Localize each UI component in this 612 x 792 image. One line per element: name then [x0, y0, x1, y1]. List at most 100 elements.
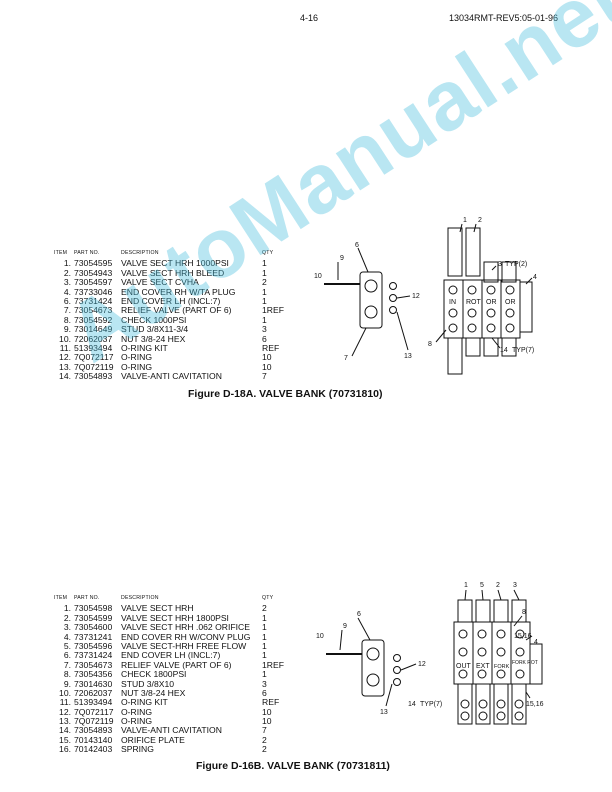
spool — [475, 683, 491, 725]
part-description: O-RING KIT — [121, 342, 168, 353]
o-ring — [393, 678, 401, 686]
callout-label: 9 — [340, 255, 344, 262]
part-description: VALVE SECT HRH 1000PSI — [121, 258, 229, 269]
callout-label: 13 — [380, 709, 388, 716]
callout-label: TYP(7) — [420, 701, 442, 708]
part-quantity: 1 — [262, 258, 267, 269]
part-number: 73054599 — [74, 612, 113, 623]
part-number: 73054597 — [74, 277, 113, 288]
part-description: VALVE SECT CVHA — [121, 277, 199, 288]
o-ring — [389, 306, 397, 314]
item-number: 5. — [63, 640, 71, 651]
callout-label: 15,16 — [526, 701, 544, 708]
part-description: O-RING — [121, 716, 153, 727]
part-quantity: 1 — [262, 669, 267, 680]
item-number: 1. — [63, 258, 71, 269]
part-description: END COVER RH W/TA PLUG — [121, 286, 236, 297]
callout-label: 14 — [500, 347, 508, 354]
document-reference: 13034RMT-REV5:05-01-96 — [448, 13, 558, 23]
part-number: 7Q072117 — [74, 706, 114, 717]
part-quantity: REF — [262, 697, 280, 708]
part-description: STUD 3/8X11-3/4 — [121, 324, 189, 335]
callout-label: 13 — [404, 353, 412, 360]
part-number: 7Q072117 — [74, 352, 114, 363]
part-number: 73054943 — [74, 267, 113, 278]
item-number: 7. — [63, 659, 71, 670]
part-description: O-RING KIT — [121, 697, 168, 708]
part-quantity: 1 — [262, 650, 267, 661]
end-cover-rh — [519, 281, 533, 333]
end-cover-lh — [361, 639, 385, 697]
callout-label: 8 — [428, 341, 432, 348]
part-number: 7Q072119 — [74, 716, 114, 727]
item-number: 12. — [59, 706, 71, 717]
callout-label: 8 — [522, 609, 526, 616]
part-number: 72062037 — [74, 687, 113, 698]
valve-stem — [457, 599, 473, 623]
callout-label: 4 — [534, 639, 538, 646]
callout-label: 4 — [533, 274, 537, 281]
part-description: END COVER LH (INCL:7) — [121, 295, 221, 306]
item-number: 13. — [59, 361, 71, 372]
valve-bank-a-svg: IN ROT OR OR 1 2 3 TYP(2) 4 6 9 10 12 13… — [314, 217, 537, 375]
item-number: 3. — [63, 622, 71, 633]
part-quantity: 7 — [262, 371, 267, 382]
part-quantity: 2 — [262, 277, 267, 288]
item-number: 14. — [59, 371, 71, 382]
part-quantity: 2 — [262, 603, 267, 614]
section-label: ROT — [466, 299, 482, 306]
item-number: 14. — [59, 725, 71, 736]
part-description: VALVE SECT HRH 1800PSI — [121, 612, 229, 623]
part-quantity: 10 — [262, 361, 272, 372]
callout-label: 1 — [464, 582, 468, 589]
part-number: 73014630 — [74, 678, 113, 689]
part-quantity: 10 — [262, 352, 272, 363]
callout-label: 2 — [478, 217, 482, 224]
part-description: VALVE SECT HRH BLEED — [121, 267, 225, 278]
column-header-part-no: PART NO. — [74, 250, 100, 256]
column-header-part-no: PART NO. — [74, 595, 100, 601]
part-quantity: 6 — [262, 687, 267, 698]
item-number: 4. — [63, 631, 71, 642]
part-description: SPRING — [121, 744, 154, 755]
part-quantity: 1REF — [262, 659, 284, 670]
section-label: OR — [505, 299, 516, 306]
figure-caption-a: Figure D-18A. VALVE BANK (70731810) — [188, 388, 383, 400]
part-quantity: 1 — [262, 286, 267, 297]
part-number: 73731241 — [74, 631, 113, 642]
callout-label: 15,16 — [514, 633, 532, 640]
part-description: NUT 3/8-24 HEX — [121, 687, 186, 698]
part-quantity: 1 — [262, 640, 267, 651]
valve-stem — [475, 599, 491, 623]
part-number: 73731424 — [74, 650, 113, 661]
callout-label: TYP(2) — [505, 261, 527, 268]
callout-label: 9 — [343, 623, 347, 630]
part-quantity: 3 — [262, 678, 267, 689]
part-number: 73054893 — [74, 371, 113, 382]
part-number: 73054673 — [74, 305, 113, 316]
end-cover-lh — [359, 271, 383, 329]
o-ring — [389, 282, 397, 290]
section-label: OR — [486, 299, 497, 306]
spool — [465, 337, 481, 357]
part-number: 51393494 — [74, 342, 113, 353]
callout-label: 12 — [418, 661, 426, 668]
valve-stem — [483, 261, 499, 283]
part-quantity: 1REF — [262, 305, 284, 316]
item-number: 13. — [59, 716, 71, 727]
part-number: 73054600 — [74, 622, 113, 633]
item-number: 16. — [59, 744, 71, 755]
part-quantity: 2 — [262, 744, 267, 755]
part-description: O-RING — [121, 352, 153, 363]
o-ring — [393, 666, 401, 674]
callout-label: 6 — [357, 611, 361, 618]
item-number: 10. — [59, 687, 71, 698]
spool — [447, 337, 463, 375]
column-header-qty: QTY — [262, 250, 274, 256]
section-label: EXT — [476, 663, 490, 670]
item-number: 11. — [59, 342, 71, 353]
item-number: 1. — [63, 603, 71, 614]
part-description: VALVE SECT HRH .062 ORIFICE — [121, 622, 250, 633]
item-number: 2. — [63, 612, 71, 623]
part-number: 70143140 — [74, 734, 113, 745]
